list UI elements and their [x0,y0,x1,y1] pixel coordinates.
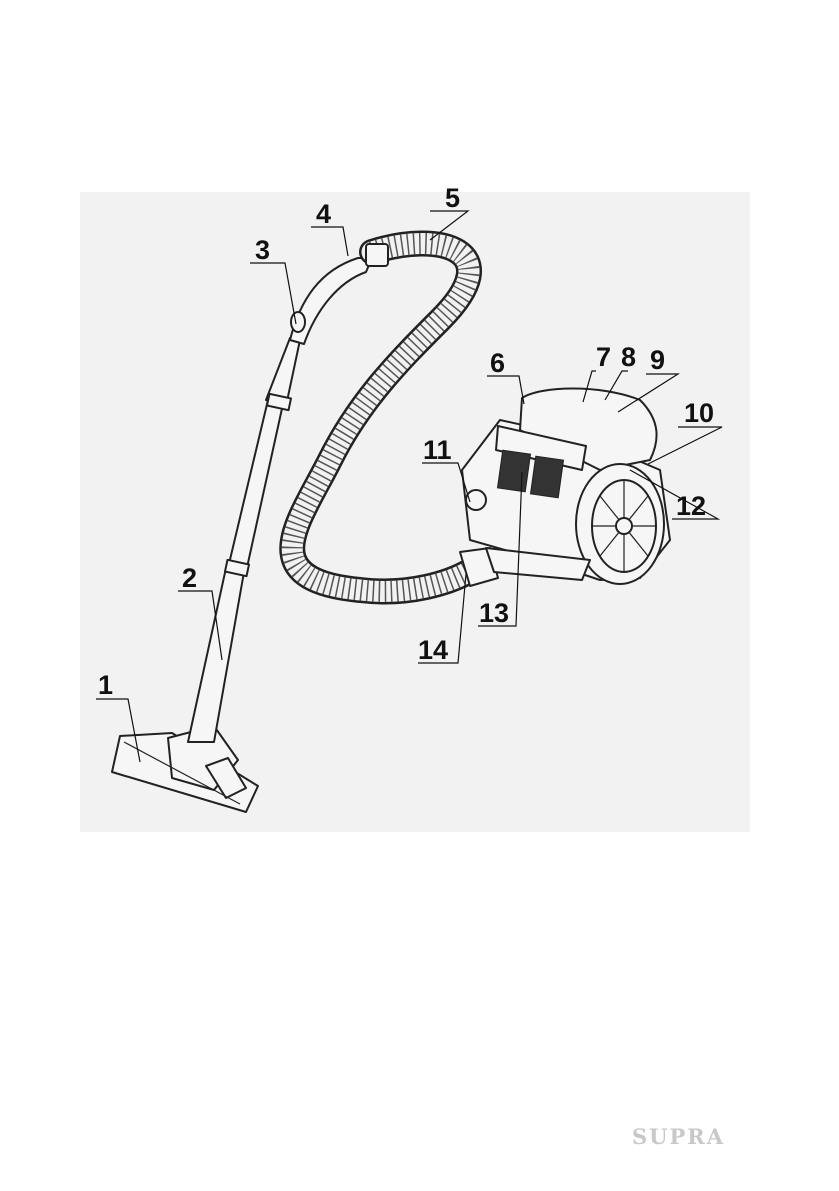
floor-nozzle [112,726,258,812]
callout-9: 9 [650,345,665,375]
handle [290,258,372,344]
leader-6 [487,376,524,404]
leader-10 [648,427,722,464]
callout-13: 13 [479,598,509,628]
callout-6: 6 [490,348,505,378]
callout-12: 12 [676,491,706,521]
callout-7: 7 [596,342,611,372]
callout-4: 4 [316,199,331,229]
brand-logo: SUPRA [632,1124,725,1149]
vacuum-body [460,389,670,587]
callout-8: 8 [621,342,636,372]
leader-3 [250,263,296,324]
leader-4 [311,227,348,256]
callout-14: 14 [418,635,448,665]
callout-5: 5 [445,183,460,213]
leader-9 [618,374,678,412]
callout-3: 3 [255,235,270,265]
callout-10: 10 [684,398,714,428]
callout-1: 1 [98,670,113,700]
callout-2: 2 [182,563,197,593]
callout-11: 11 [423,435,452,465]
